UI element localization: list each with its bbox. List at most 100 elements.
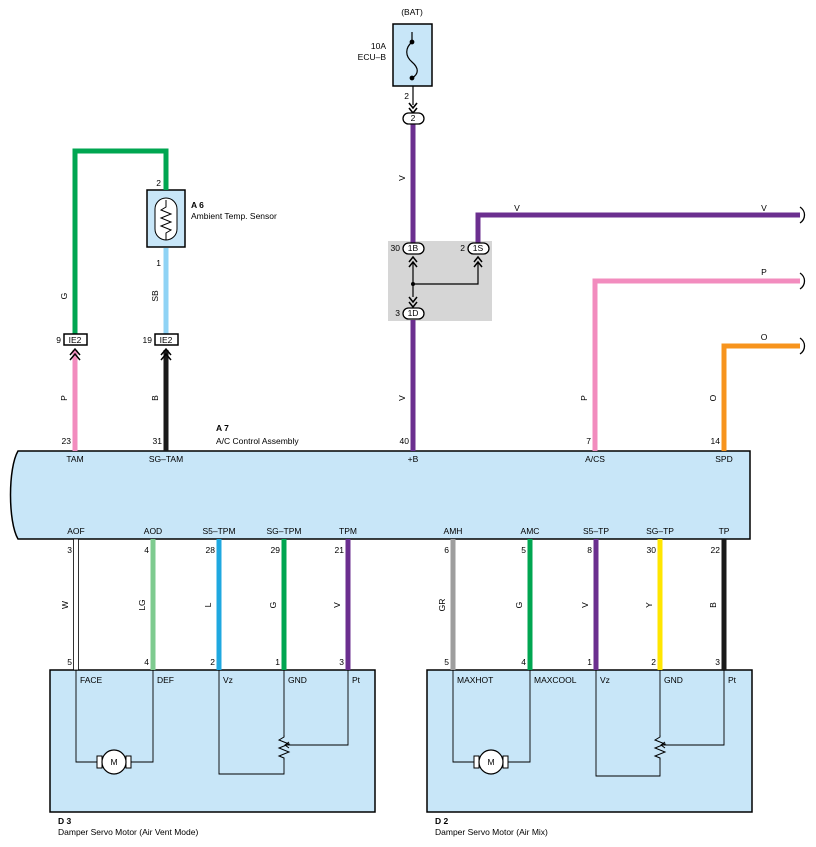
motor-pin-num: 4 bbox=[521, 657, 526, 667]
wire-lower bbox=[73, 538, 79, 671]
wire-label: P bbox=[579, 395, 589, 401]
sensor-pin-bottom: 1 bbox=[156, 258, 161, 268]
motor-d3-motor-icon bbox=[96, 749, 132, 775]
wire-label: V bbox=[397, 395, 407, 401]
motor-d2-box bbox=[426, 669, 753, 813]
fuse-rating: 10A bbox=[371, 41, 386, 51]
ie2-pin-9: 9 bbox=[56, 335, 61, 345]
assembly-bottom-pin-num: 30 bbox=[647, 545, 657, 555]
wire-break-icon bbox=[799, 337, 806, 355]
assembly-name: A/C Control Assembly bbox=[216, 436, 299, 446]
wire-label: B bbox=[150, 395, 160, 401]
motor-pin-num: 2 bbox=[210, 657, 215, 667]
motor-d2-terminal: Vz bbox=[600, 675, 610, 685]
motor-d3-circuit bbox=[75, 670, 349, 775]
motor-pin-num: 3 bbox=[715, 657, 720, 667]
assembly-bottom-pin-name: TP bbox=[719, 526, 730, 536]
ac-control-assembly-box bbox=[9, 450, 751, 540]
fuse-source: (BAT) bbox=[401, 7, 423, 17]
assembly-top-pin-name: A/CS bbox=[585, 454, 605, 464]
motor-d2-potentiometer-icon bbox=[653, 735, 667, 760]
assembly-top-pin-name: TAM bbox=[66, 454, 83, 464]
motor-pin-num: 2 bbox=[651, 657, 656, 667]
wire-label: O bbox=[761, 332, 768, 342]
junction-pin-1s: 2 bbox=[460, 243, 465, 253]
wire-label: V bbox=[580, 602, 590, 608]
assembly-bottom-pin-name: AOF bbox=[67, 526, 84, 536]
assembly-bottom-pin-name: AOD bbox=[144, 526, 162, 536]
motor-pin-num: 5 bbox=[67, 657, 72, 667]
lower-wiring: AOF35WAOD44LGS5–TPM282LSG–TPM291GTPM213V… bbox=[60, 526, 730, 671]
wire-label: W bbox=[60, 601, 70, 609]
assembly-top-pin-num: 7 bbox=[586, 436, 591, 446]
motor-d3-terminal: Pt bbox=[352, 675, 361, 685]
connector-arrow-icon bbox=[408, 296, 418, 309]
assembly-bottom-pin-name: S5–TP bbox=[583, 526, 609, 536]
assembly-bottom-pin-num: 29 bbox=[271, 545, 281, 555]
junction-label-1s: 1S bbox=[473, 243, 484, 253]
wire-label: V bbox=[761, 203, 767, 213]
wire-label: V bbox=[514, 203, 520, 213]
assembly-id: A 7 bbox=[216, 423, 229, 433]
connector-arrow-icon bbox=[408, 102, 418, 110]
motor-pin-num: 4 bbox=[144, 657, 149, 667]
wire-label: G bbox=[59, 293, 69, 300]
motor-pin-num: 5 bbox=[444, 657, 449, 667]
wire-label: G bbox=[514, 602, 524, 609]
connector-fuse-2 bbox=[402, 112, 425, 125]
motor-d2-circuit bbox=[452, 670, 725, 777]
assembly-bottom-pin-name: AMC bbox=[521, 526, 540, 536]
motor-d3-terminal: Vz bbox=[223, 675, 233, 685]
assembly-bottom-pin-name: AMH bbox=[444, 526, 463, 536]
thermistor-resistor-icon bbox=[159, 200, 173, 240]
sensor-pin-top: 2 bbox=[156, 178, 161, 188]
connector-1s bbox=[467, 242, 490, 255]
motor-d2-terminal: MAXHOT bbox=[457, 675, 493, 685]
wire-label: G bbox=[268, 602, 278, 609]
wire-label: SB bbox=[150, 290, 160, 302]
motor-d3-name: Damper Servo Motor (Air Vent Mode) bbox=[58, 827, 198, 837]
wire-label: P bbox=[59, 395, 69, 401]
assembly-bottom-pin-name: S5–TPM bbox=[202, 526, 235, 536]
sensor-name: Ambient Temp. Sensor bbox=[191, 211, 277, 221]
motor-d2-terminal: GND bbox=[664, 675, 683, 685]
wire-p-acs bbox=[592, 278, 800, 451]
motor-d2-terminal: MAXCOOL bbox=[534, 675, 577, 685]
assembly-top-pin-num: 14 bbox=[711, 436, 721, 446]
motor-d2-wiper-arrow-icon bbox=[660, 741, 667, 749]
motor-pin-num: 3 bbox=[339, 657, 344, 667]
motor-d2-m-label: M bbox=[487, 757, 494, 767]
connector-arrow-icon bbox=[408, 255, 418, 268]
connector-arrow-icon bbox=[473, 255, 483, 268]
junction-pin-1d: 3 bbox=[395, 308, 400, 318]
connector-1b bbox=[402, 242, 425, 255]
wire-o-spd bbox=[721, 343, 800, 451]
connector-arrow-icon bbox=[160, 347, 172, 361]
connector-arrow-icon bbox=[69, 347, 81, 361]
assembly-bottom-pin-name: SG–TP bbox=[646, 526, 674, 536]
sensor-id: A 6 bbox=[191, 200, 204, 210]
fuse-connector-label: 2 bbox=[411, 113, 416, 123]
wire-label: GR bbox=[437, 599, 447, 612]
wire-label: V bbox=[332, 602, 342, 608]
motor-d2-terminal: Pt bbox=[728, 675, 737, 685]
motor-d2-motor-icon bbox=[473, 749, 509, 775]
junction-label-1b: 1B bbox=[408, 243, 419, 253]
wire-label: P bbox=[761, 267, 767, 277]
ie2-label-9: IE2 bbox=[69, 335, 82, 345]
assembly-bottom-pin-num: 8 bbox=[587, 545, 592, 555]
junction-label-1d: 1D bbox=[408, 308, 419, 318]
wire-label: Y bbox=[644, 602, 654, 608]
assembly-top-pin-name: +B bbox=[408, 454, 419, 464]
assembly-bottom-pin-num: 5 bbox=[521, 545, 526, 555]
assembly-bottom-pin-name: SG–TPM bbox=[267, 526, 302, 536]
wire-label: V bbox=[397, 175, 407, 181]
motor-d3-box bbox=[49, 669, 376, 813]
assembly-top-pin-num: 23 bbox=[62, 436, 72, 446]
connector-ie2-19 bbox=[154, 333, 179, 346]
assembly-top-pin-num: 40 bbox=[400, 436, 410, 446]
motor-d3-potentiometer-icon bbox=[277, 735, 291, 760]
wire-label: L bbox=[203, 602, 213, 607]
